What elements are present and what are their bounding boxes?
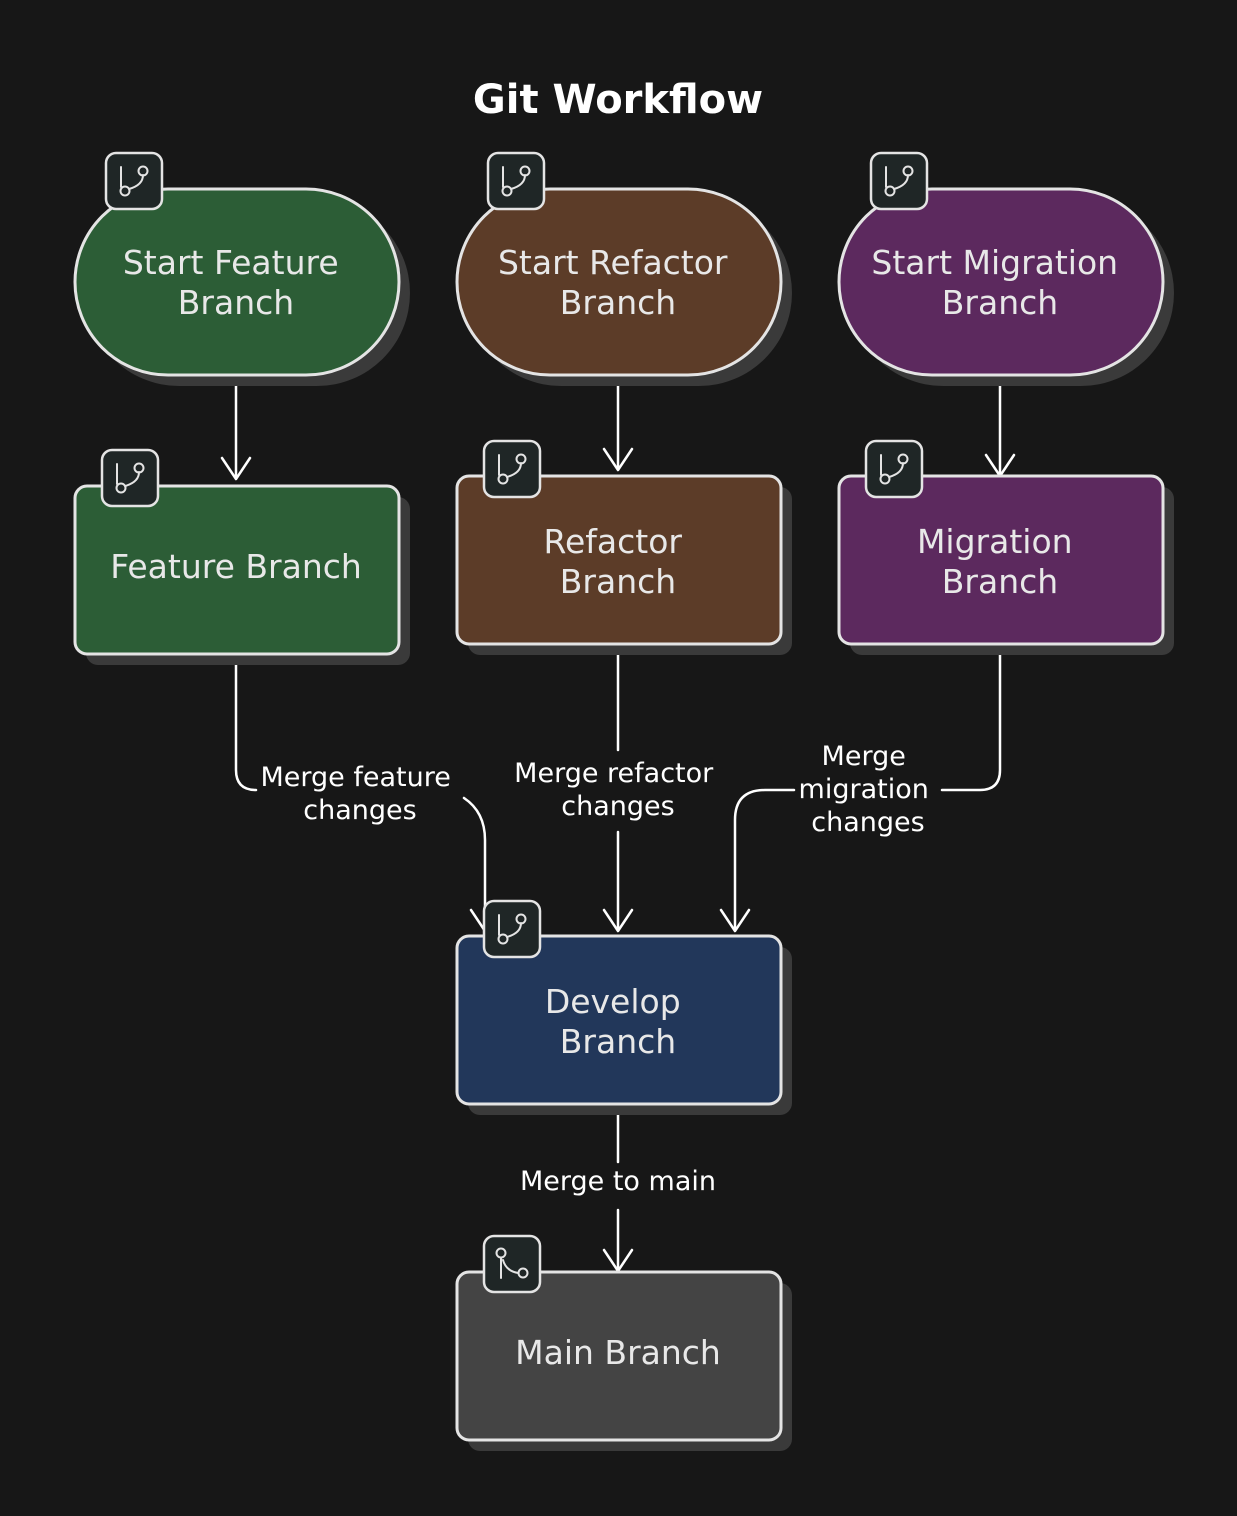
node-label-line: Branch [560, 1022, 676, 1061]
edge-label-line: Merge [822, 741, 906, 772]
node-label: Migration Branch [917, 522, 1083, 601]
diagram-title: Git Workflow [473, 77, 763, 123]
edge-migration-to-develop [733, 648, 1002, 932]
edge-label-line: Merge to main [520, 1166, 716, 1197]
node-body [73, 187, 401, 377]
node-label-line: Start Refactor [498, 243, 728, 282]
edge-feature-to-develop [234, 658, 487, 932]
git-branch-icon [104, 151, 164, 211]
node-label-line: Feature Branch [110, 547, 362, 586]
node-start-feature-branch[interactable]: Start Feature Branch [73, 151, 410, 386]
edge-label-merge-feature: Merge feature changes [261, 762, 460, 826]
edge-label-line: Merge feature [261, 762, 451, 793]
edge-label-line: changes [561, 791, 674, 822]
edge-arrowhead [602, 447, 634, 472]
node-body [837, 187, 1165, 377]
node-label: Main Branch [515, 1333, 721, 1372]
node-label-line: Branch [560, 283, 676, 322]
node-label: Start Migration Branch [871, 243, 1128, 322]
node-body [455, 1270, 783, 1442]
node-label: Refactor Branch [544, 522, 693, 601]
edge-label-line: changes [811, 807, 924, 838]
edge-label-line: changes [303, 795, 416, 826]
node-label-line: Branch [942, 283, 1058, 322]
edge-arrowhead [220, 456, 252, 481]
git-branch-icon [482, 439, 542, 499]
git-branch-icon [869, 151, 929, 211]
node-label-line: Refactor [544, 522, 683, 561]
node-main-branch[interactable]: Main Branch [455, 1234, 792, 1451]
node-body [73, 484, 401, 656]
node-label-line: Start Feature [123, 243, 339, 282]
edge-label-line: Merge refactor [514, 758, 714, 789]
git-branch-icon [864, 439, 924, 499]
node-body [455, 187, 783, 377]
node-body [455, 934, 783, 1106]
node-label-line: Main Branch [515, 1333, 721, 1372]
node-start-refactor-branch[interactable]: Start Refactor Branch [455, 151, 792, 386]
node-label-line: Develop [545, 982, 681, 1021]
edge-label-line: migration [799, 774, 929, 805]
git-merge-icon [482, 1234, 542, 1294]
edge-label-merge-refactor: Merge refactor changes [514, 758, 722, 822]
edge-arrowhead [719, 908, 751, 933]
node-label-line: Branch [560, 562, 676, 601]
node-start-migration-branch[interactable]: Start Migration Branch [837, 151, 1174, 386]
node-label: Develop Branch [545, 982, 691, 1061]
node-develop-branch[interactable]: Develop Branch [455, 899, 792, 1115]
git-branch-icon [482, 899, 542, 959]
node-label: Start Feature Branch [123, 243, 349, 322]
edge-label-merge-to-main: Merge to main [520, 1166, 716, 1197]
node-label-line: Migration [917, 522, 1073, 561]
edge-label-merge-migration: Merge migration changes [799, 741, 938, 838]
node-feature-branch[interactable]: Feature Branch [73, 448, 410, 665]
edge-arrowhead [602, 908, 634, 933]
node-label-line: Branch [942, 562, 1058, 601]
node-label-line: Branch [178, 283, 294, 322]
node-label-line: Start Migration [871, 243, 1118, 282]
node-body [455, 474, 783, 646]
node-label: Start Refactor Branch [498, 243, 738, 322]
node-label: Feature Branch [110, 547, 362, 586]
git-branch-icon [100, 448, 160, 508]
node-body [837, 474, 1165, 646]
node-refactor-branch[interactable]: Refactor Branch [455, 439, 792, 655]
git-branch-icon [486, 151, 546, 211]
node-migration-branch[interactable]: Migration Branch [837, 439, 1174, 655]
